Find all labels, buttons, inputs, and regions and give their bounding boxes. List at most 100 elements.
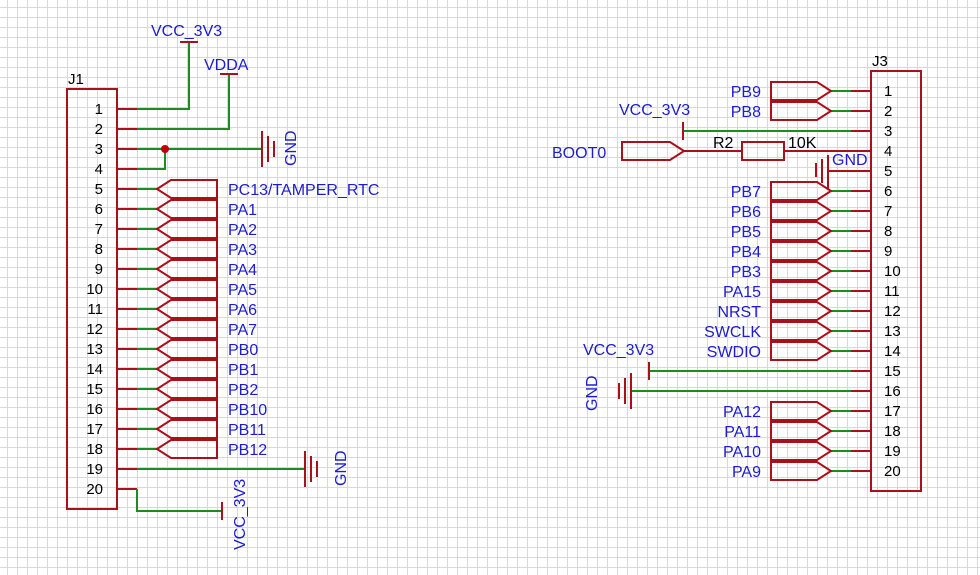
- vcc-pin15-label: VCC_3V3: [583, 342, 654, 359]
- j3-net-label: PB8: [731, 104, 761, 121]
- j1-net-port: [155, 279, 218, 299]
- j3-pin-number: 17: [884, 403, 901, 420]
- j1-designator: J1: [68, 71, 84, 88]
- j3-net-port: [770, 221, 833, 241]
- gnd-symbol-pin5: [815, 155, 829, 190]
- j1-net-label: PA7: [228, 322, 257, 339]
- j1-pin-number: 7: [95, 221, 103, 238]
- j3-net-port: [770, 101, 833, 121]
- j1-pin-group: 1234567891011121314151617181920PC13/TAMP…: [86, 101, 379, 498]
- j1-net-label: PB11: [228, 422, 266, 439]
- j1-net-port: [155, 259, 218, 279]
- j3-net-label: PB9: [731, 84, 761, 101]
- j3-net-port: [770, 241, 833, 261]
- gnd-symbol-pin19: [304, 451, 318, 487]
- j1-power-wiring: VCC_3V3 VDDA GND GND VCC_3V3: [136, 23, 350, 550]
- j1-net-port: [155, 359, 218, 379]
- j3-net-label: NRST: [717, 304, 761, 321]
- j3-pin-number: 3: [884, 123, 892, 140]
- j3-net-label: SWCLK: [704, 324, 761, 341]
- j3-pin-number: 12: [884, 303, 901, 320]
- j1-pin-number: 19: [86, 461, 103, 478]
- j3-net-label: PB3: [731, 264, 761, 281]
- wire-j1-pin20-vcc: [136, 489, 222, 512]
- j3-pin-number: 16: [884, 383, 901, 400]
- r2-designator: R2: [713, 135, 734, 152]
- j1-net-label: PA1: [228, 202, 257, 219]
- j3-net-label: PB5: [731, 224, 761, 241]
- junction-dot: [161, 145, 169, 153]
- j3-body: [870, 70, 922, 492]
- connector-j1[interactable]: J1 1234567891011121314151617181920PC13/T…: [66, 71, 379, 510]
- j3-designator: J3: [872, 53, 888, 70]
- j3-pin-number: 8: [884, 223, 892, 240]
- j1-pin-number: 13: [86, 341, 103, 358]
- j1-pin-number: 3: [95, 141, 103, 158]
- j1-net-label: PC13/TAMPER_RTC: [228, 182, 379, 199]
- j3-net-port: [770, 401, 833, 421]
- j3-net-port: [770, 281, 833, 301]
- j1-net-label: PB0: [228, 342, 258, 359]
- vcc-pin20-label: VCC_3V3: [232, 479, 249, 550]
- j3-pin-number: 7: [884, 203, 892, 220]
- j1-pin-number: 1: [95, 101, 103, 118]
- j3-net-label: SWDIO: [707, 344, 761, 361]
- j1-pin-number: 9: [95, 261, 103, 278]
- j3-pin-number: 1: [884, 83, 892, 100]
- j1-net-label: PA2: [228, 222, 257, 239]
- j1-net-port: [155, 419, 218, 439]
- j1-net-label: PB1: [228, 362, 258, 379]
- j3-pin-number: 13: [884, 323, 901, 340]
- j3-pin-number: 18: [884, 423, 901, 440]
- j1-pin-number: 20: [86, 481, 103, 498]
- j3-net-port: [770, 301, 833, 321]
- j1-net-port: [155, 179, 218, 199]
- j3-pin-number: 11: [884, 283, 900, 300]
- gnd-pin5-label: GND: [832, 152, 868, 169]
- wire-j1-pin1-vcc: [137, 42, 190, 110]
- gnd-pin19-label: GND: [333, 450, 350, 486]
- j1-pin-number: 8: [95, 241, 103, 258]
- j1-pin-number: 17: [86, 421, 103, 438]
- j3-net-port: [770, 261, 833, 281]
- j3-net-label: PA10: [723, 444, 761, 461]
- j1-net-label: PB2: [228, 382, 258, 399]
- gnd-symbol-top: [261, 131, 275, 167]
- j3-pin-group: 1234567891011121314151617181920PB9PB8PB7…: [704, 81, 901, 481]
- j1-pin-number: 6: [95, 201, 103, 218]
- j3-net-port: [770, 321, 833, 341]
- j1-pin-number: 4: [95, 161, 103, 178]
- boot0-port: [621, 141, 686, 161]
- j3-pin-number: 9: [884, 243, 892, 260]
- j3-net-port: [770, 201, 833, 221]
- j1-net-label: PB12: [228, 442, 267, 459]
- j1-net-port: [155, 379, 218, 399]
- j1-pin-number: 15: [86, 381, 103, 398]
- j1-net-port: [155, 299, 218, 319]
- j3-net-label: PA15: [723, 284, 761, 301]
- boot0-label: BOOT0: [552, 145, 606, 162]
- j1-net-label: PA6: [228, 302, 257, 319]
- j1-net-label: PA3: [228, 242, 257, 259]
- j1-net-port: [155, 339, 218, 359]
- j3-net-label: PB4: [731, 244, 761, 261]
- j3-net-port: [770, 421, 833, 441]
- wire-j1-pin4-gnd: [137, 149, 166, 170]
- vcc-pin3-label: VCC_3V3: [619, 102, 690, 119]
- j3-pin-number: 10: [884, 263, 901, 280]
- j3-pin-number: 4: [884, 143, 892, 160]
- j1-net-port: [155, 219, 218, 239]
- gnd-pin16-label: GND: [584, 375, 601, 411]
- j1-pin-number: 14: [86, 361, 103, 378]
- j1-net-port: [155, 399, 218, 419]
- j1-net-label: PA5: [228, 282, 257, 299]
- j1-pin-number: 12: [86, 321, 103, 338]
- j1-pin-number: 11: [87, 301, 103, 318]
- connector-j3[interactable]: J3 1234567891011121314151617181920PB9PB8…: [704, 53, 922, 492]
- j3-pin-number: 6: [884, 183, 892, 200]
- j1-pin-number: 2: [95, 121, 103, 138]
- j1-net-port: [155, 199, 218, 219]
- j3-net-port: [770, 181, 833, 201]
- r2-value: 10K: [788, 135, 817, 152]
- j1-net-port: [155, 239, 218, 259]
